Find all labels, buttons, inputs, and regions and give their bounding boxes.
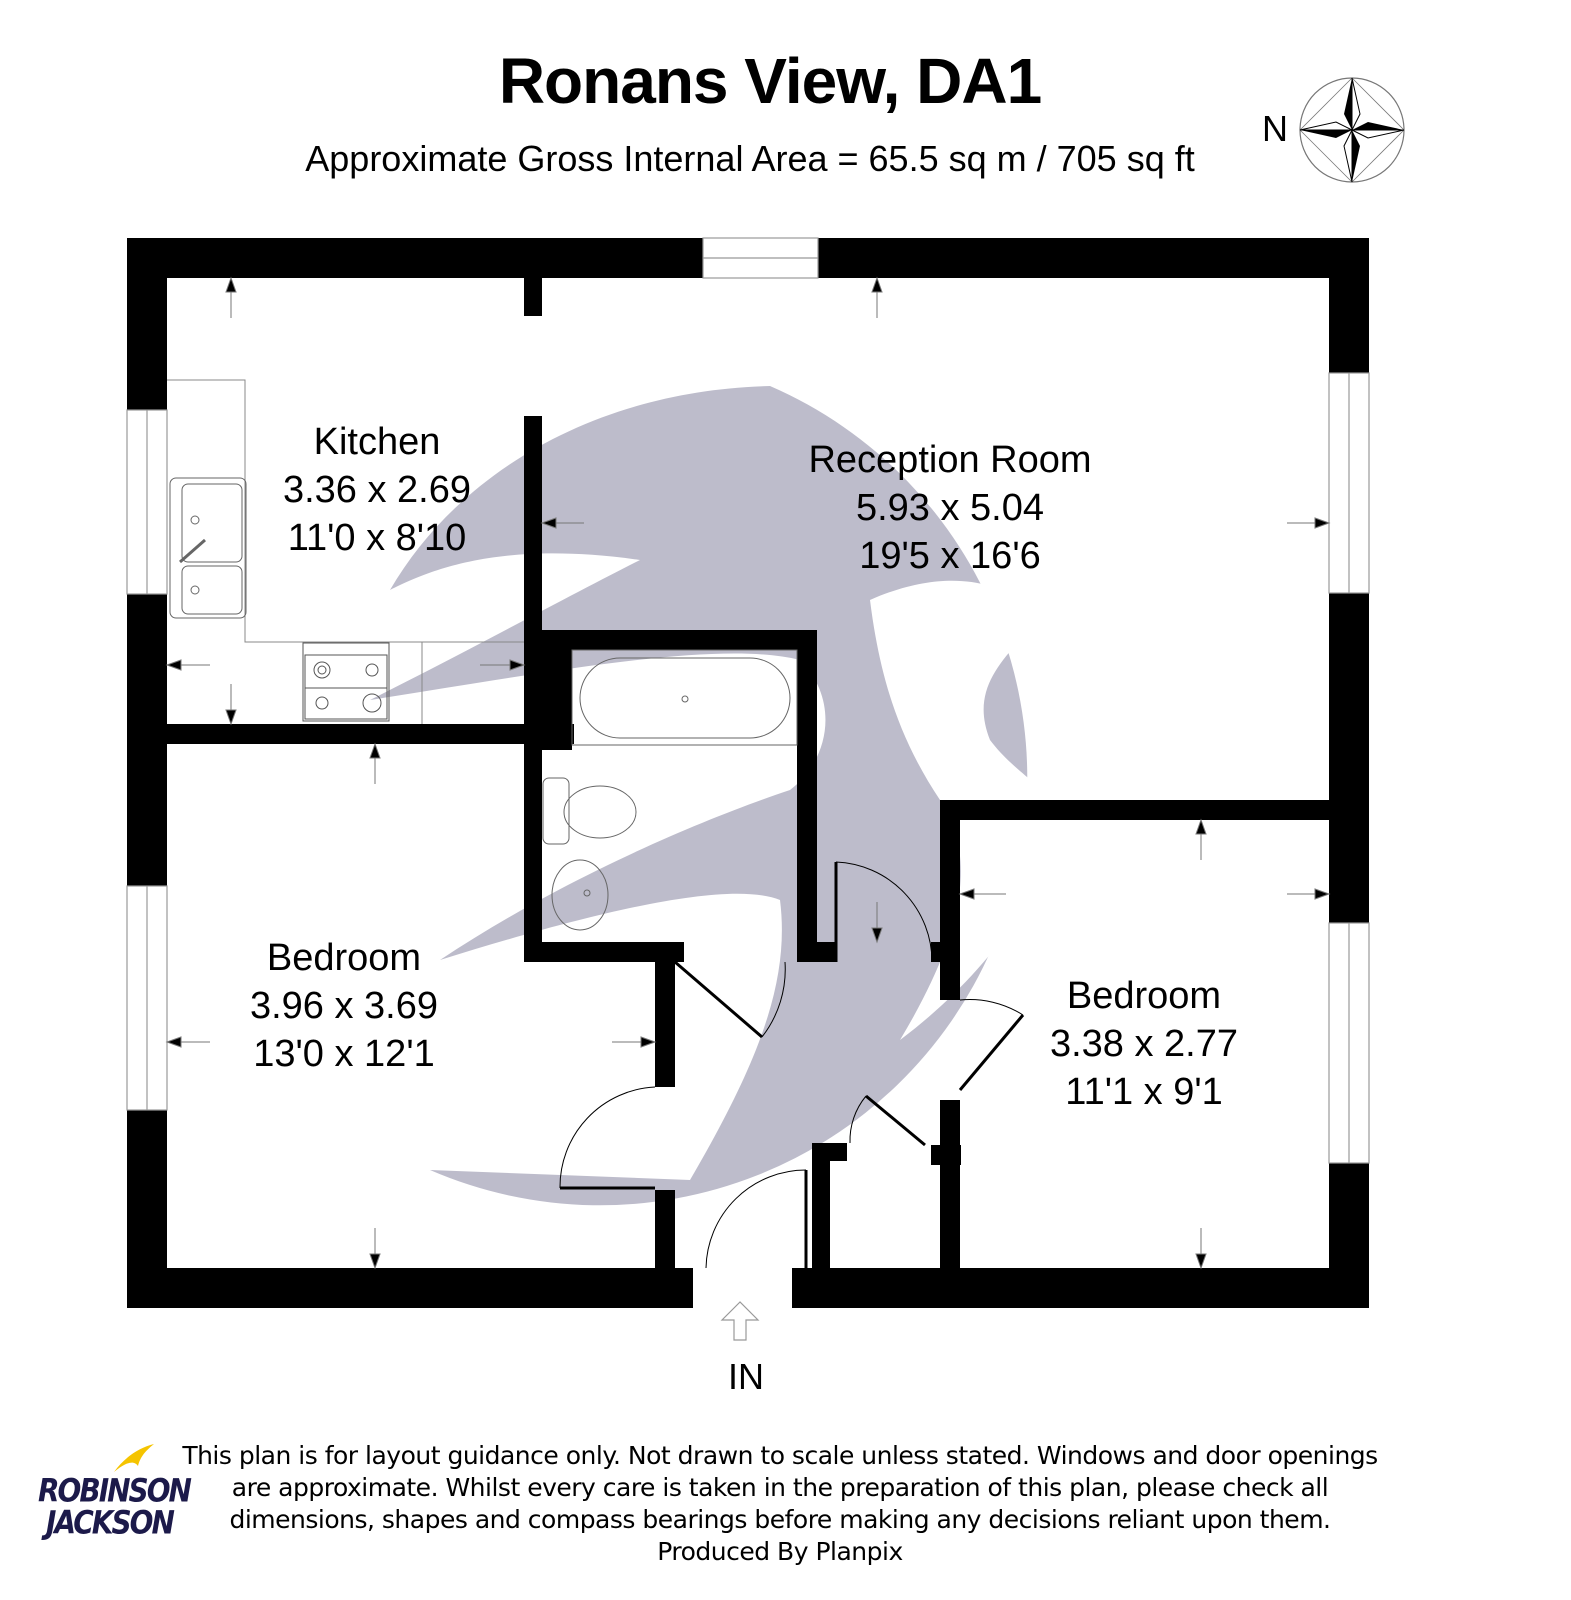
toilet-icon (542, 777, 637, 845)
logo-line-1: ROBINSON (38, 1471, 192, 1510)
room-imperial: 11'0 x 8'10 (287, 517, 467, 559)
room-name: Bedroom (1066, 975, 1222, 1017)
internal-walls (167, 278, 1329, 1270)
swallow-icon (114, 1444, 154, 1472)
room-imperial: 13'0 x 12'1 (253, 1033, 435, 1075)
room-metric: 3.36 x 2.69 (282, 469, 472, 511)
room-metric: 3.96 x 3.69 (249, 985, 439, 1027)
room-name: Reception Room (808, 439, 1092, 481)
disclaimer-line: are approximate. Whilst every care is ta… (231, 1473, 1329, 1502)
room-kitchen: Kitchen 3.36 x 2.69 11'0 x 8'10 (257, 418, 497, 562)
bath-icon (571, 649, 798, 746)
plan-title: Ronans View, DA1 (498, 45, 1042, 117)
outer-walls (127, 238, 1369, 1308)
room-bedroom-1: Bedroom 3.96 x 3.69 13'0 x 12'1 (224, 934, 464, 1078)
disclaimer-line: This plan is for layout guidance only. N… (182, 1441, 1378, 1470)
room-name: Bedroom (266, 937, 422, 979)
room-imperial: 11'1 x 9'1 (1065, 1071, 1223, 1113)
sink-icon (169, 477, 247, 619)
room-metric: 5.93 x 5.04 (855, 487, 1045, 529)
room-bedroom-2: Bedroom 3.38 x 2.77 11'1 x 9'1 (1024, 972, 1264, 1116)
room-metric: 3.38 x 2.77 (1049, 1023, 1239, 1065)
entrance-arrow-icon (720, 1301, 760, 1341)
room-name: Kitchen (313, 421, 441, 463)
producer-credit: Produced By Planpix (657, 1537, 903, 1566)
compass-north-label: N (1262, 108, 1288, 149)
disclaimer-line: dimensions, shapes and compass bearings … (229, 1505, 1331, 1534)
compass-rose-icon (1299, 77, 1405, 183)
windows (126, 237, 1370, 1164)
logo-line-2: JACKSON (46, 1503, 175, 1542)
basin-icon (551, 859, 609, 931)
entrance-label: IN (728, 1356, 764, 1397)
gross-internal-area: Approximate Gross Internal Area = 65.5 s… (305, 138, 1195, 179)
disclaimer: This plan is for layout guidance only. N… (180, 1440, 1380, 1568)
room-imperial: 19'5 x 16'6 (859, 535, 1041, 577)
kitchen-counter (167, 379, 524, 724)
dimension-arrows (165, 276, 1331, 1270)
doors (559, 861, 1025, 1269)
hob-icon (302, 642, 390, 722)
agency-logo: ROBINSON JACKSON (18, 1444, 192, 1550)
room-reception: Reception Room 5.93 x 5.04 19'5 x 16'6 (780, 436, 1120, 580)
